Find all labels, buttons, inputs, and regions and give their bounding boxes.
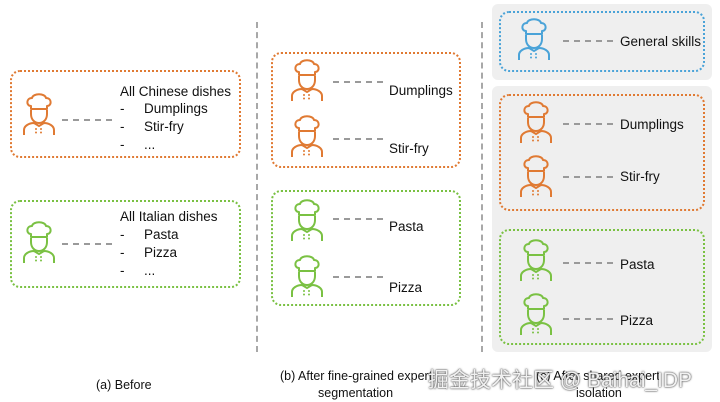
- italian-dishes-title: All Italian dishes: [120, 209, 218, 224]
- connector-line: [333, 276, 383, 278]
- caption-a: (a) Before: [96, 378, 152, 392]
- divider-a-b: [256, 22, 258, 352]
- expert-label-pizza: Pizza: [620, 313, 654, 328]
- connector-line: [333, 138, 383, 140]
- bullet: -: [120, 227, 125, 242]
- expert-label-dumplings: Dumplings: [620, 117, 684, 132]
- list-item-pizza: Pizza: [144, 245, 178, 260]
- chinese-experts-box: [271, 52, 461, 168]
- connector-line: [333, 81, 383, 83]
- chinese-dishes-title: All Chinese dishes: [120, 84, 232, 99]
- connector-line: [563, 123, 613, 125]
- chef-icon: [519, 238, 553, 282]
- connector-line: [563, 318, 613, 320]
- list-item-ellipsis: ...: [144, 263, 156, 278]
- connector-line: [563, 40, 613, 42]
- connector-line: [563, 176, 613, 178]
- bullet: -: [120, 245, 125, 260]
- chinese-dishes-box: [10, 70, 241, 158]
- chef-icon: [519, 154, 553, 198]
- chef-icon: [22, 220, 56, 264]
- caption-b-line1: (b) After fine-grained expert: [280, 369, 433, 383]
- expert-label-pizza: Pizza: [389, 280, 423, 295]
- shared-expert-box: [499, 11, 705, 72]
- list-item-pasta: Pasta: [144, 227, 179, 242]
- italian-dishes-box: [10, 200, 241, 288]
- chef-icon: [517, 17, 551, 61]
- chef-icon: [290, 58, 324, 102]
- expert-label-pasta: Pasta: [389, 219, 424, 234]
- caption-c-line1: (c) After shared expert: [536, 369, 660, 383]
- chef-icon: [22, 92, 56, 136]
- chef-icon: [519, 100, 553, 144]
- bullet: -: [120, 101, 125, 116]
- bullet: -: [120, 137, 125, 152]
- shared-expert-panel: [492, 4, 712, 80]
- list-item-stir-fry: Stir-fry: [144, 119, 184, 134]
- connector-line: [62, 243, 112, 245]
- caption-c-line2: isolation: [576, 386, 622, 400]
- list-item-dumplings: Dumplings: [144, 101, 208, 116]
- connector-line: [62, 119, 112, 121]
- italian-experts-box: [271, 190, 461, 306]
- expert-label-dumplings: Dumplings: [389, 83, 453, 98]
- connector-line: [563, 262, 613, 264]
- expert-label-stir-fry: Stir-fry: [389, 141, 429, 156]
- italian-experts-box: [499, 229, 705, 345]
- watermark: 掘金技术社区 @ Baihai_IDP: [428, 369, 693, 392]
- chef-icon: [519, 292, 553, 336]
- chef-icon: [290, 198, 324, 242]
- list-item-ellipsis: ...: [144, 137, 156, 152]
- expert-label-general-skills: General skills: [620, 34, 702, 49]
- chef-icon: [290, 114, 324, 158]
- connector-line: [333, 218, 383, 220]
- chinese-experts-box: [499, 94, 705, 211]
- divider-b-c: [481, 22, 483, 352]
- chef-icon: [290, 254, 324, 298]
- caption-b-line2: segmentation: [318, 386, 394, 400]
- expert-label-pasta: Pasta: [620, 257, 655, 272]
- bullet: -: [120, 119, 125, 134]
- bullet: -: [120, 263, 125, 278]
- expert-label-stir-fry: Stir-fry: [620, 169, 660, 184]
